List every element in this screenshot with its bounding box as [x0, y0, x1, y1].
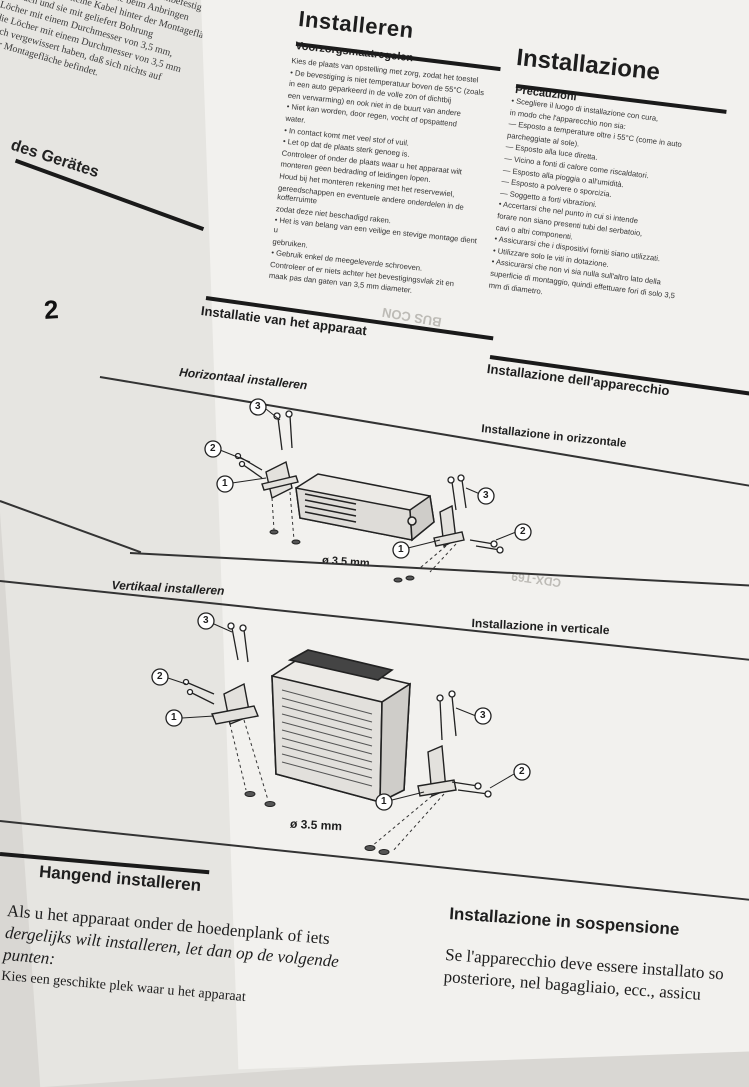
callout-2-label: 2 [519, 766, 525, 777]
bracket-right-vertical [417, 744, 457, 798]
vertical-install-diagram [151, 612, 531, 855]
callouts-horizontal [204, 398, 532, 559]
horizontal-install-diagram [204, 398, 532, 583]
callout-1-label: 1 [381, 796, 387, 807]
drill-holes-vertical [244, 791, 390, 855]
callout-2-label: 2 [210, 443, 216, 454]
device-unit-horizontal [295, 473, 435, 542]
manual-sheet: BUS CON CDX-T69 Installeren Installazion… [0, 6, 749, 1005]
callout-1-label: 1 [398, 544, 404, 555]
callout-2-label: 2 [520, 526, 526, 537]
drill-holes [269, 529, 415, 583]
callout-3-label: 3 [203, 615, 209, 626]
callouts-vertical [151, 612, 531, 811]
bracket-left [261, 460, 299, 500]
callout-3-label: 3 [483, 490, 489, 501]
callout-3-label: 3 [480, 710, 486, 721]
callout-1-label: 1 [171, 712, 177, 723]
device-unit-vertical [271, 649, 411, 804]
callout-leaders [219, 408, 517, 549]
hole-guides-vertical [229, 719, 445, 853]
callout-1-label: 1 [222, 478, 228, 489]
bracket-left-vertical [211, 682, 259, 725]
screws [234, 410, 504, 554]
callout-2-label: 2 [157, 671, 163, 682]
callout-leaders-vertical [167, 623, 515, 801]
hole-diameter-label: ø 3.5 mm [289, 816, 343, 834]
screws-vertical [182, 622, 492, 798]
bracket-right [433, 504, 465, 548]
callout-3-label: 3 [255, 401, 261, 412]
